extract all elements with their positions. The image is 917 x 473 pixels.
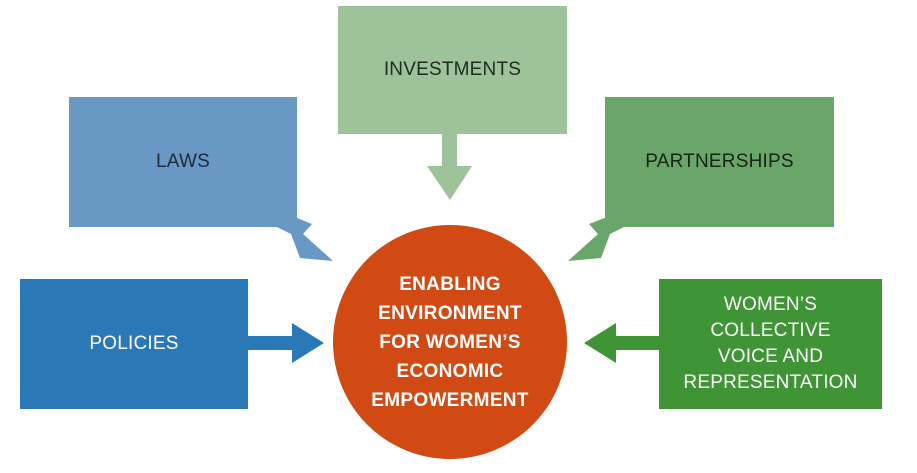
collective-voice-box: WOMEN’S COLLECTIVE VOICE AND REPRESENTAT…	[659, 279, 882, 409]
policies-arrow	[248, 323, 324, 363]
partnerships-box: PARTNERSHIPS	[605, 97, 834, 227]
investments-arrow	[427, 134, 472, 200]
collective-voice-label: WOMEN’S COLLECTIVE VOICE AND REPRESENTAT…	[683, 294, 858, 393]
investments-label: INVESTMENTS	[383, 59, 522, 80]
laws-label: LAWS	[156, 151, 210, 172]
policies-label: POLICIES	[89, 333, 179, 354]
voice-arrow	[584, 323, 659, 363]
enabling-environment-label: ENABLING ENVIRONMENT FOR WOMEN’S ECONOMI…	[371, 273, 529, 411]
policies-box: POLICIES	[20, 279, 248, 409]
enabling-environment-circle: ENABLING ENVIRONMENT FOR WOMEN’S ECONOMI…	[333, 225, 567, 459]
investments-box: INVESTMENTS	[338, 6, 567, 134]
partnerships-label: PARTNERSHIPS	[645, 151, 794, 172]
laws-box: LAWS	[69, 97, 297, 227]
